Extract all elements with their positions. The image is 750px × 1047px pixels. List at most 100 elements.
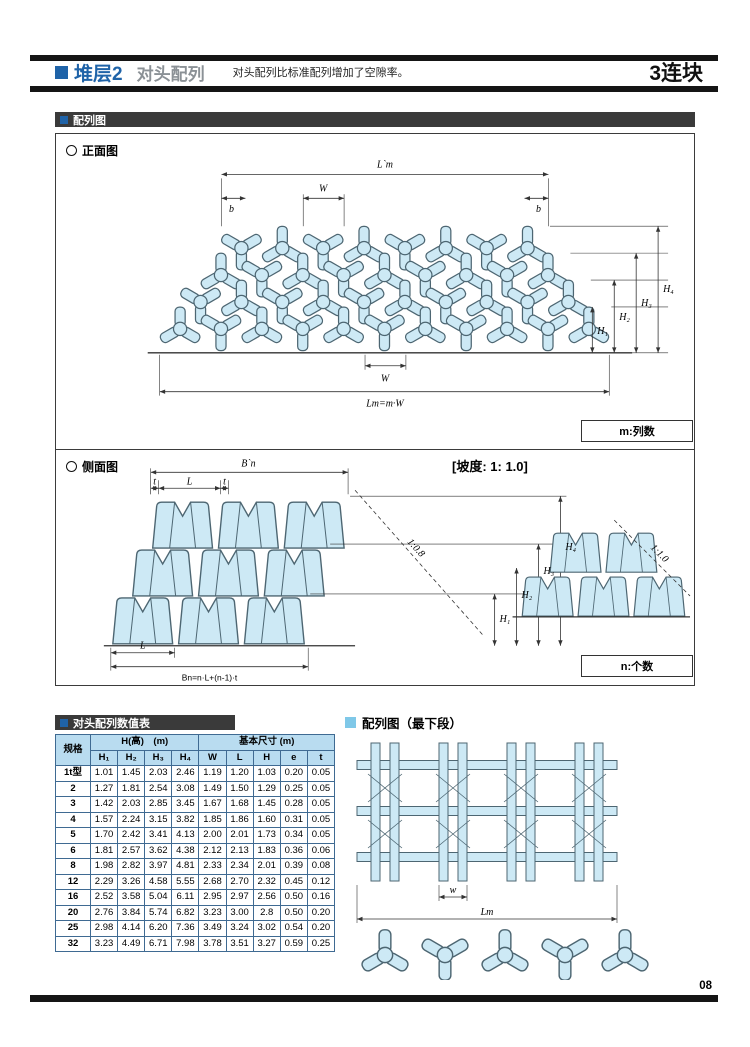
value-cell: 0.20 [306, 920, 336, 937]
page-number: 08 [699, 980, 712, 992]
value-cell: 4.13 [171, 827, 200, 844]
value-cell: 0.25 [306, 935, 336, 952]
value-cell: 2.46 [171, 765, 200, 782]
value-cell: 0.05 [306, 780, 336, 797]
circle-bullet-icon [66, 145, 77, 156]
value-cell: 6.11 [171, 889, 200, 906]
value-cell: 3.27 [252, 935, 281, 952]
value-cell: 1.45 [252, 796, 281, 813]
value-cell: 2.85 [144, 796, 173, 813]
value-cell: 2.03 [117, 796, 146, 813]
front-view-drawing: L`m W b b H₁ H₂ H₃ H₄ W Lm=m·W [147, 159, 674, 410]
value-cell: 2.00 [198, 827, 227, 844]
value-cell: 5.04 [144, 889, 173, 906]
spec-cell: 3 [55, 796, 91, 813]
dim-label-w-top: W [319, 183, 329, 194]
value-cell: 6.20 [144, 920, 173, 937]
page-header: 堆层2 对头配列 对头配列比标准配列增加了空隙率。 3连块 [55, 59, 715, 85]
value-cell: 1.50 [225, 780, 254, 797]
page-description: 对头配列比标准配列增加了空隙率。 [232, 67, 409, 79]
value-cell: 3.49 [198, 920, 227, 937]
section-header-arrangement: 配列图 [55, 112, 695, 127]
value-cell: 7.36 [171, 920, 200, 937]
bottom-tier-label: 配列图（最下段） [345, 713, 462, 732]
value-cell: 3.78 [198, 935, 227, 952]
front-view-title: 正面图 [66, 142, 118, 159]
value-cell: 1.67 [198, 796, 227, 813]
value-cell: 2.57 [117, 842, 146, 859]
value-cell: 3.82 [171, 811, 200, 828]
col-header: H₄ [171, 749, 200, 766]
spec-cell: 1t型 [55, 765, 91, 782]
spec-cell: 12 [55, 873, 91, 890]
value-cell: 2.12 [198, 842, 227, 859]
value-cell: 3.26 [117, 873, 146, 890]
value-cell: 0.12 [306, 873, 336, 890]
product-name: 3连块 [649, 62, 703, 85]
value-cell: 1.81 [117, 780, 146, 797]
spec-cell: 32 [55, 935, 91, 952]
slope-label-0-8: 1:0.8 [405, 537, 427, 560]
dim-label-w-bottom: W [381, 374, 391, 385]
col-header: H₁ [89, 749, 119, 766]
value-cell: 2.54 [144, 780, 173, 797]
dim-label-b-right: b [536, 204, 541, 215]
value-cell: 0.05 [306, 811, 336, 828]
col-group-height: H(高) (m) [89, 734, 200, 751]
value-cell: 1.60 [252, 811, 281, 828]
value-cell: 2.01 [225, 827, 254, 844]
value-cell: 3.02 [252, 920, 281, 937]
value-cell: 0.20 [306, 904, 336, 921]
value-cell: 1.81 [89, 842, 119, 859]
circle-bullet-icon [66, 461, 77, 472]
value-cell: 1.86 [225, 811, 254, 828]
value-cell: 1.19 [198, 765, 227, 782]
value-cell: 7.98 [171, 935, 200, 952]
dim-label-lm: Lm [480, 907, 494, 918]
dim-label-h3: H₃ [542, 566, 554, 577]
value-cell: 1.83 [252, 842, 281, 859]
section-title: 配列图 [73, 114, 106, 127]
col-header: t [306, 749, 336, 766]
value-cell: 0.50 [279, 904, 308, 921]
arrangement-diagram-box: 正面图 L`m W b b H₁ H₂ H₃ H₄ W Lm=m·W m:列数 [55, 133, 695, 686]
dim-label-h1: H₁ [499, 614, 511, 625]
value-cell: 0.05 [306, 796, 336, 813]
note-m-columns: m:列数 [581, 420, 693, 442]
value-cell: 2.8 [252, 904, 281, 921]
value-cell: 3.58 [117, 889, 146, 906]
value-cell: 3.00 [225, 904, 254, 921]
blue-square-icon [60, 115, 68, 124]
value-cell: 2.01 [252, 858, 281, 875]
table-title: 对头配列数值表 [73, 717, 150, 730]
spec-cell: 6 [55, 842, 91, 859]
value-cell: 6.82 [171, 904, 200, 921]
value-cell: 2.42 [117, 827, 146, 844]
value-cell: 1.03 [252, 765, 281, 782]
spec-cell: 2 [55, 780, 91, 797]
value-cell: 1.68 [225, 796, 254, 813]
value-cell: 0.36 [279, 842, 308, 859]
bottom-tier-drawing: w Lm [356, 742, 651, 980]
dim-label-lm-bottom: Lm=m·W [365, 399, 405, 410]
header-rule-top [30, 55, 718, 61]
value-cell: 0.20 [279, 765, 308, 782]
value-cell: 0.54 [279, 920, 308, 937]
value-cell: 2.33 [198, 858, 227, 875]
col-header: H₃ [144, 749, 173, 766]
dim-label-formula: Bn=n·L+(n-1)·t [182, 673, 238, 683]
value-cell: 1.57 [89, 811, 119, 828]
value-cell: 5.55 [171, 873, 200, 890]
col-group-basic: 基本尺寸 (m) [198, 734, 335, 751]
value-cell: 0.34 [279, 827, 308, 844]
value-cell: 0.39 [279, 858, 308, 875]
col-header: e [279, 749, 308, 766]
